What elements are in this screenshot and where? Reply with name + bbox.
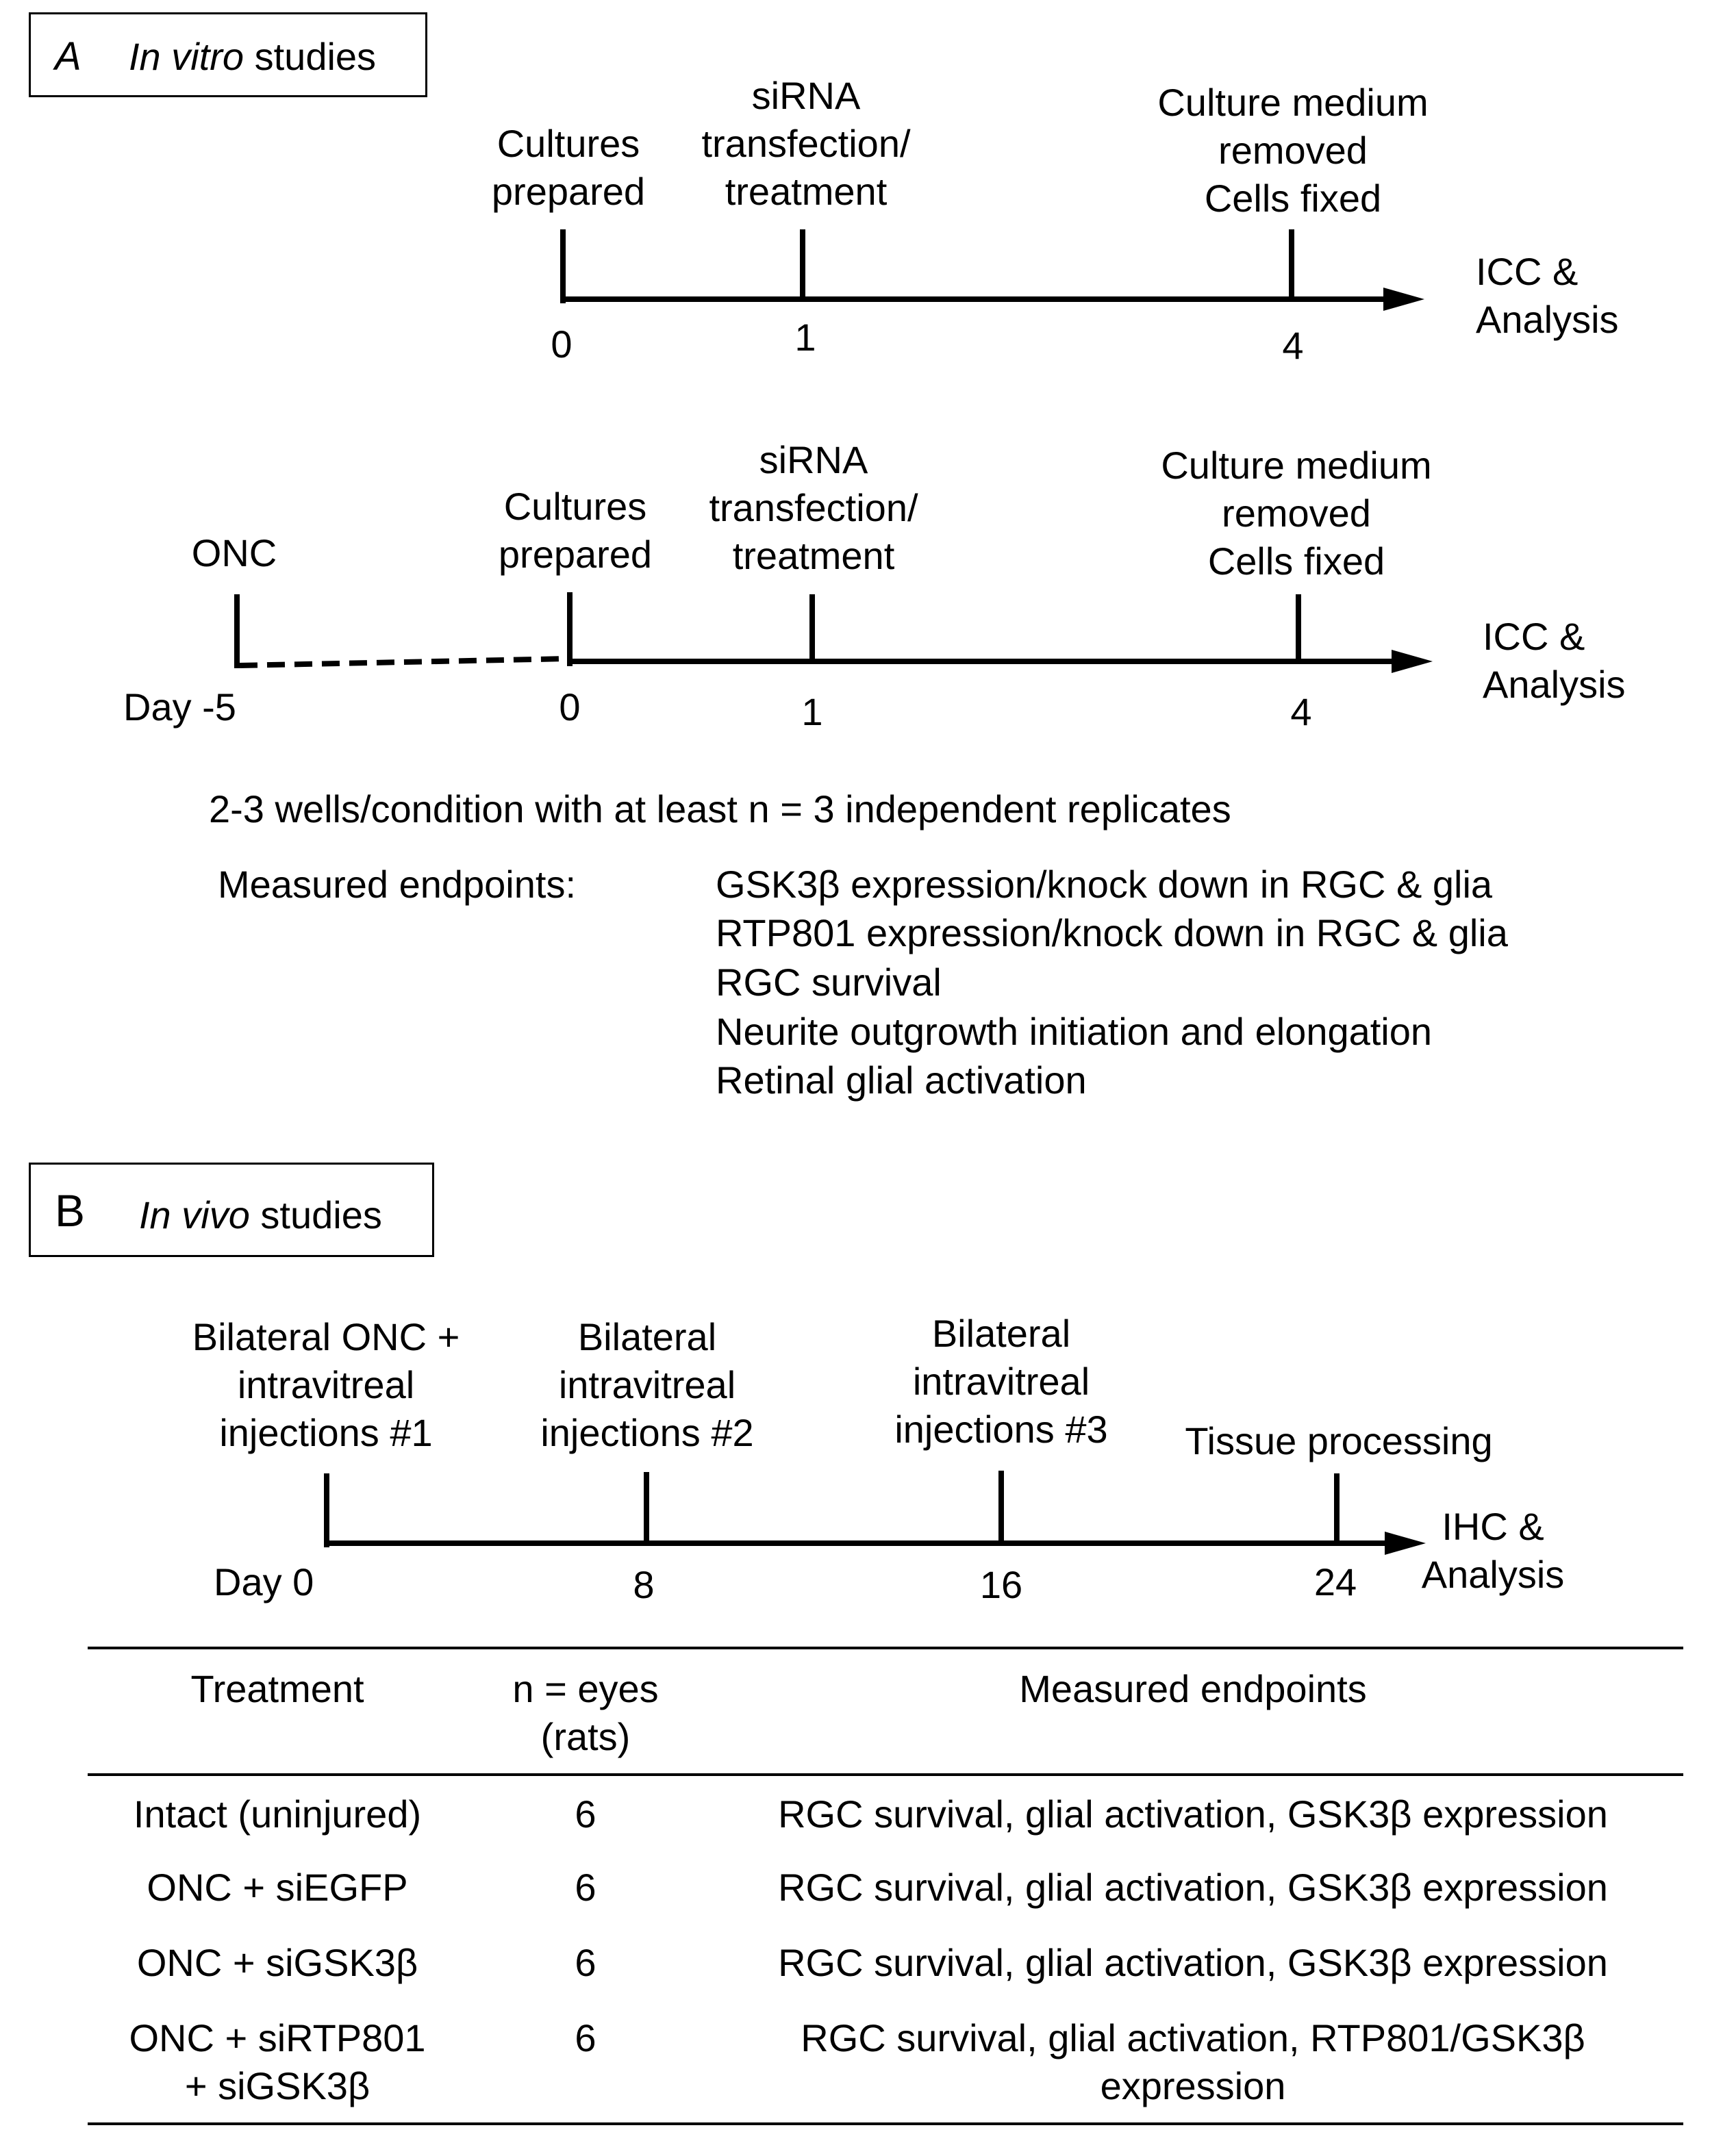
tl1-tick-1-label: 1 (794, 316, 816, 359)
tlb-event-2-label: Bilateral intravitreal injections #3 (894, 1312, 1108, 1451)
tl2-tick-0 (567, 592, 573, 666)
tl2-onc-label: ONC (191, 531, 277, 574)
tlb-tick-3-label: 24 (1313, 1560, 1357, 1603)
table-header-endpoints: Measured endpoints (1019, 1667, 1367, 1710)
endpoint-item: RTP801 expression/knock down in RGC & gl… (716, 911, 1508, 954)
tl1-end-label: ICC & Analysis (1476, 250, 1619, 341)
table-cell-n: 6 (575, 2016, 596, 2059)
endpoint-item: RGC survival (716, 961, 942, 1004)
tl2-axis (567, 659, 1396, 664)
section-b-letter: B (55, 1185, 86, 1236)
table-cell-treatment: Intact (uninjured) (133, 1792, 422, 1836)
section-a-title: In vitro studies (129, 35, 377, 78)
tlb-tick-1 (644, 1472, 649, 1540)
table-cell-endpoints: RGC survival, glial activation, RTP801/G… (801, 2016, 1585, 2107)
section-a-label-box (29, 12, 427, 97)
tl1-event-0-label: Cultures prepared (491, 122, 646, 213)
tlb-axis (324, 1540, 1389, 1546)
tlb-tick-3 (1334, 1473, 1340, 1542)
tl1-tick-2-label: 4 (1282, 324, 1304, 367)
tl1-axis (560, 296, 1387, 302)
table-header-treatment: Treatment (190, 1667, 364, 1710)
tl1-tick-0 (560, 229, 566, 303)
tl2-start-tick-label: Day -5 (123, 685, 236, 728)
tl1-tick-2 (1289, 229, 1294, 298)
tl2-onc-tick (234, 594, 240, 668)
tl2-event-2-label: Culture medium removed Cells fixed (1161, 444, 1432, 583)
tlb-event-3-label: Tissue processing (1185, 1419, 1493, 1462)
tlb-tick-0-label: Day 0 (214, 1560, 314, 1603)
tlb-tick-2-label: 16 (979, 1563, 1023, 1606)
table-cell-endpoints: RGC survival, glial activation, GSK3β ex… (778, 1792, 1608, 1836)
tlb-tick-2 (998, 1471, 1004, 1540)
table-cell-n: 6 (575, 1792, 596, 1836)
tl1-tick-0-label: 0 (551, 322, 573, 366)
endpoint-item: GSK3β expression/knock down in RGC & gli… (716, 863, 1493, 906)
table-bottom-rule (88, 2122, 1683, 2125)
table-top-rule (88, 1647, 1683, 1649)
endpoint-item: Neurite outgrowth initiation and elongat… (716, 1010, 1433, 1053)
table-cell-treatment: ONC + siRTP801 + siGSK3β (129, 2016, 426, 2107)
tl2-tick-0-label: 0 (559, 685, 581, 728)
table-cell-treatment: ONC + siEGFP (147, 1866, 408, 1909)
section-b-title: In vivo studies (139, 1193, 382, 1236)
tlb-tick-1-label: 8 (633, 1563, 655, 1606)
tl1-event-2-label: Culture medium removed Cells fixed (1157, 81, 1429, 220)
tlb-event-1-label: Bilateral intravitreal injections #2 (540, 1315, 754, 1454)
table-cell-endpoints: RGC survival, glial activation, GSK3β ex… (778, 1941, 1608, 1984)
endpoints-label: Measured endpoints: (218, 863, 577, 906)
table-header-rule (88, 1773, 1683, 1776)
section-b-label-box (29, 1163, 434, 1257)
tl1-event-1-label: siRNA transfection/ treatment (701, 74, 911, 213)
tl2-end-label: ICC & Analysis (1483, 615, 1626, 706)
tl2-tick-2 (1296, 594, 1301, 663)
tl2-tick-1-label: 1 (801, 690, 823, 733)
tlb-tick-0 (324, 1473, 329, 1547)
tl2-tick-2-label: 4 (1290, 690, 1312, 733)
endpoint-item: Retinal glial activation (716, 1058, 1087, 1102)
tl1-tick-1 (800, 229, 805, 298)
section-a-letter: A (55, 34, 81, 79)
table-cell-treatment: ONC + siGSK3β (136, 1941, 418, 1984)
replicates-note: 2-3 wells/condition with at least n = 3 … (209, 787, 1231, 830)
table-cell-n: 6 (575, 1866, 596, 1909)
tl2-event-1-label: siRNA transfection/ treatment (709, 438, 918, 577)
tl2-tick-1 (809, 594, 815, 663)
table-cell-n: 6 (575, 1941, 596, 1984)
tlb-end-label: IHC & Analysis (1421, 1505, 1565, 1596)
tlb-event-0-label: Bilateral ONC + intravitreal injections … (192, 1315, 460, 1454)
table-cell-endpoints: RGC survival, glial activation, GSK3β ex… (778, 1866, 1608, 1909)
tl2-event-0-label: Cultures prepared (498, 485, 653, 576)
table-header-n: n = eyes (rats) (512, 1667, 659, 1758)
